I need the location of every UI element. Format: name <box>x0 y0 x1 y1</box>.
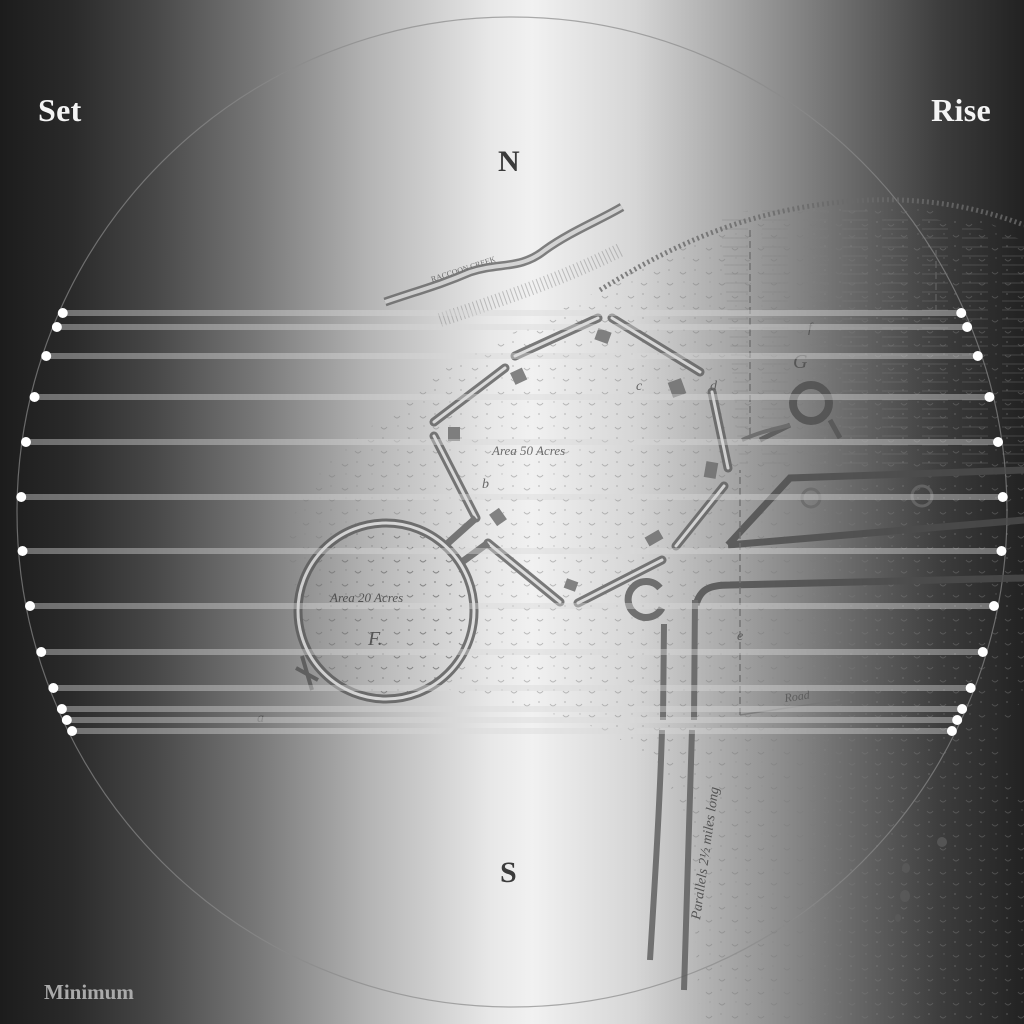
sightlines <box>16 308 1008 736</box>
mound <box>703 461 719 479</box>
sightline-rise-dot <box>993 437 1004 447</box>
mound <box>448 427 460 441</box>
mound <box>644 529 664 547</box>
sightline-set-dot <box>41 351 52 361</box>
mound <box>594 327 612 345</box>
sightline-set-dot <box>61 715 72 725</box>
sightline-set-dot <box>48 683 59 693</box>
sightline-set-dot <box>20 437 31 447</box>
rise-label: Rise <box>931 92 991 128</box>
ring-enclosure <box>789 381 833 425</box>
sightline-rise-dot <box>988 601 999 611</box>
south-label: S <box>500 856 517 889</box>
bluff-edge <box>598 197 1024 293</box>
map-letter-e: e <box>737 629 743 644</box>
map-letter-c: c <box>636 379 643 394</box>
map-letter-g: G <box>793 351 808 373</box>
sightline-rise-dot <box>965 683 976 693</box>
sightline-rise-dot <box>997 492 1008 502</box>
road-label: Road <box>782 687 811 705</box>
small-enclosure <box>624 578 666 621</box>
sightline-set-dot <box>67 726 78 736</box>
sightline-rise-dot <box>952 715 963 725</box>
set-label: Set <box>38 92 82 128</box>
sightline-set-dot <box>51 322 62 332</box>
map-letter-f: f <box>808 321 814 336</box>
sightline-set-dot <box>56 704 67 714</box>
north-label: N <box>498 145 520 178</box>
octagon-area-label: Area 50 Acres <box>491 443 565 458</box>
east-enclosure <box>725 466 1024 549</box>
sightline-set-dot <box>29 392 40 402</box>
map-letter-a: a <box>257 711 264 726</box>
sightline-rise-dot <box>977 647 988 657</box>
mound <box>667 378 687 398</box>
road <box>739 699 841 716</box>
parallels <box>647 599 698 991</box>
sightline-set-dot <box>16 492 27 502</box>
mound <box>489 507 507 527</box>
circle-area-label: Area 20 Acres <box>329 590 403 605</box>
sightline-set-dot <box>57 308 68 318</box>
sightline-set-dot <box>17 546 28 556</box>
sightline-rise-dot <box>996 546 1007 556</box>
sightline-rise-dot <box>962 322 973 332</box>
mound <box>563 578 579 592</box>
mound <box>510 367 528 385</box>
map-letter-d: d <box>710 379 718 394</box>
sightline-set-dot <box>36 647 47 657</box>
sightline-rise-dot <box>972 351 983 361</box>
map-letter-b: b <box>482 477 489 492</box>
sightline-rise-dot <box>957 704 968 714</box>
mode-label: Minimum <box>44 980 134 1004</box>
circle-letter: F. <box>367 628 383 650</box>
sightline-rise-dot <box>946 726 957 736</box>
sightline-set-dot <box>25 601 36 611</box>
sightline-rise-dot <box>956 308 967 318</box>
creek <box>383 203 625 307</box>
sightline-rise-dot <box>984 392 995 402</box>
earthworks-map: RACCOON CREEK <box>257 197 1024 1024</box>
